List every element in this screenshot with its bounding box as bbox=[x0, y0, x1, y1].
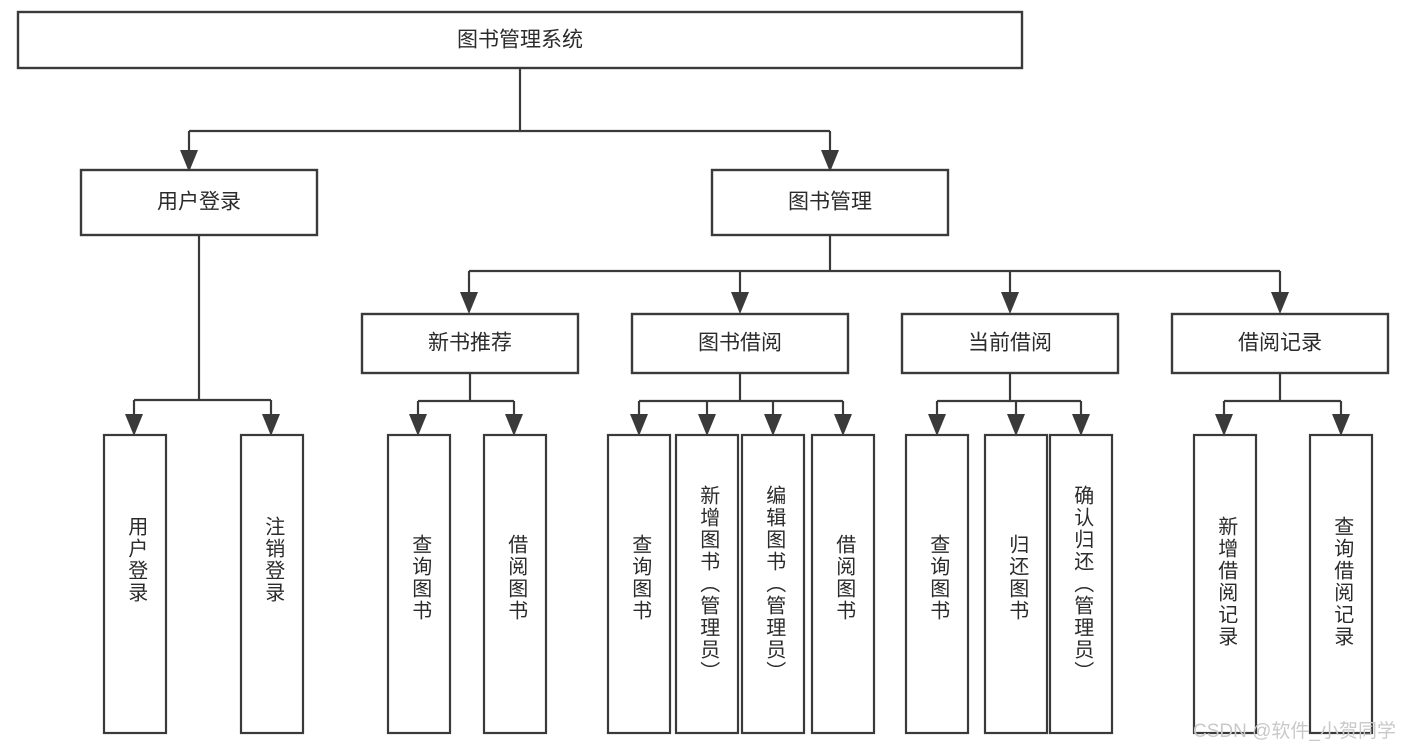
arrow-icon-book-borrow bbox=[731, 292, 749, 314]
node-book-manage[interactable]: 图书管理 bbox=[710, 168, 950, 237]
leaf-book-borrow-2[interactable]: 新增图书（管理员） bbox=[674, 433, 740, 735]
leaf-book-borrow-3-box[interactable] bbox=[740, 433, 806, 735]
leaf-current-borrow-3[interactable]: 确认归还（管理员） bbox=[1048, 433, 1114, 735]
arrow-icon-leaf-book-borrow-4 bbox=[834, 414, 852, 436]
leaf-user-login-1[interactable]: 用户登录 bbox=[102, 433, 168, 735]
node-current-borrow-label: 当前借阅 bbox=[968, 332, 1052, 355]
arrow-icon-leaf-user-login-2 bbox=[262, 414, 280, 436]
arrow-icon-leaf-new-book-2 bbox=[505, 414, 523, 436]
leaf-user-login-1-label: 用户登录 bbox=[125, 516, 148, 604]
arrow-icon-leaf-book-borrow-3 bbox=[764, 414, 782, 436]
node-root-label: 图书管理系统 bbox=[457, 29, 583, 52]
leaf-book-borrow-4[interactable]: 借阅图书 bbox=[810, 433, 876, 735]
leaf-user-login-1-box[interactable] bbox=[102, 433, 168, 735]
node-user-login-box[interactable] bbox=[79, 168, 319, 237]
leaf-current-borrow-3-label: 确认归还（管理员） bbox=[1071, 485, 1094, 683]
node-new-book-recommend-box[interactable] bbox=[360, 312, 580, 375]
node-user-login-label: 用户登录 bbox=[157, 191, 241, 214]
node-new-book-recommend-label: 新书推荐 bbox=[428, 332, 512, 355]
leaf-book-borrow-1-label: 查询图书 bbox=[629, 534, 652, 622]
leaf-book-borrow-2-box[interactable] bbox=[674, 433, 740, 735]
arrow-icon-leaf-book-borrow-2 bbox=[698, 414, 716, 436]
leaf-new-book-2-box[interactable] bbox=[482, 433, 548, 735]
node-book-borrow-box[interactable] bbox=[630, 312, 850, 375]
leaf-book-borrow-3-label: 编辑图书（管理员） bbox=[763, 485, 786, 683]
leaf-borrow-record-1-label: 新增借阅记录 bbox=[1215, 516, 1238, 648]
node-current-borrow-box[interactable] bbox=[900, 312, 1120, 375]
leaf-new-book-1-label: 查询图书 bbox=[409, 534, 432, 622]
node-borrow-record-label: 借阅记录 bbox=[1238, 332, 1322, 355]
leaf-new-book-1[interactable]: 查询图书 bbox=[386, 433, 452, 735]
watermark: CSDN @软件_小贺同学 bbox=[1193, 720, 1396, 742]
node-book-borrow-label: 图书借阅 bbox=[698, 332, 782, 355]
node-borrow-record-box[interactable] bbox=[1170, 312, 1390, 375]
leaf-borrow-record-2[interactable]: 查询借阅记录 bbox=[1308, 433, 1374, 735]
leaf-book-borrow-2-label: 新增图书（管理员） bbox=[697, 485, 720, 683]
leaf-current-borrow-2-box[interactable] bbox=[983, 433, 1049, 735]
arrow-heads bbox=[125, 150, 1350, 436]
leaf-current-borrow-2[interactable]: 归还图书 bbox=[983, 433, 1049, 735]
arrow-icon-new-book bbox=[460, 292, 478, 314]
arrow-icon-borrow-record bbox=[1271, 292, 1289, 314]
arrow-icon-user-login bbox=[180, 150, 198, 172]
arrow-icon-leaf-book-borrow-1 bbox=[630, 414, 648, 436]
node-user-login[interactable]: 用户登录 bbox=[79, 168, 319, 237]
leaf-borrow-record-2-label: 查询借阅记录 bbox=[1331, 516, 1354, 648]
node-root[interactable]: 图书管理系统 bbox=[16, 10, 1024, 70]
arrow-icon-book-manage bbox=[821, 150, 839, 172]
leaf-borrow-record-1-box[interactable] bbox=[1192, 433, 1258, 735]
arrow-icon-leaf-borrow-record-1 bbox=[1215, 414, 1233, 436]
leaf-book-borrow-4-box[interactable] bbox=[810, 433, 876, 735]
leaf-new-book-2-label: 借阅图书 bbox=[505, 534, 528, 622]
arrow-icon-leaf-current-borrow-1 bbox=[928, 414, 946, 436]
leaf-book-borrow-3[interactable]: 编辑图书（管理员） bbox=[740, 433, 806, 735]
node-root-box[interactable] bbox=[16, 10, 1024, 70]
node-book-borrow[interactable]: 图书借阅 bbox=[630, 312, 850, 375]
leaf-user-login-2[interactable]: 注销登录 bbox=[239, 433, 305, 735]
leaf-borrow-record-1[interactable]: 新增借阅记录 bbox=[1192, 433, 1258, 735]
arrow-icon-leaf-current-borrow-2 bbox=[1007, 414, 1025, 436]
arrow-icon-leaf-borrow-record-2 bbox=[1332, 414, 1350, 436]
leaf-user-login-2-box[interactable] bbox=[239, 433, 305, 735]
arrow-icon-leaf-user-login-1 bbox=[125, 414, 143, 436]
leaf-current-borrow-2-label: 归还图书 bbox=[1006, 534, 1029, 622]
leaf-current-borrow-3-box[interactable] bbox=[1048, 433, 1114, 735]
leaf-current-borrow-1-box[interactable] bbox=[904, 433, 970, 735]
node-borrow-record[interactable]: 借阅记录 bbox=[1170, 312, 1390, 375]
leaf-book-borrow-4-label: 借阅图书 bbox=[833, 534, 856, 622]
leaf-book-borrow-1-box[interactable] bbox=[606, 433, 672, 735]
arrow-icon-leaf-current-borrow-3 bbox=[1072, 414, 1090, 436]
arrow-icon-leaf-new-book-1 bbox=[409, 414, 427, 436]
arrow-icon-current-borrow bbox=[1001, 292, 1019, 314]
node-book-manage-box[interactable] bbox=[710, 168, 950, 237]
leaf-new-book-2[interactable]: 借阅图书 bbox=[482, 433, 548, 735]
leaf-book-borrow-1[interactable]: 查询图书 bbox=[606, 433, 672, 735]
leaf-current-borrow-1[interactable]: 查询图书 bbox=[904, 433, 970, 735]
node-new-book-recommend[interactable]: 新书推荐 bbox=[360, 312, 580, 375]
leaf-current-borrow-1-label: 查询图书 bbox=[927, 534, 950, 622]
leaf-user-login-2-label: 注销登录 bbox=[262, 516, 285, 604]
connectors bbox=[132, 68, 1343, 416]
leaf-borrow-record-2-box[interactable] bbox=[1308, 433, 1374, 735]
node-book-manage-label: 图书管理 bbox=[788, 191, 872, 214]
leaf-new-book-1-box[interactable] bbox=[386, 433, 452, 735]
node-current-borrow[interactable]: 当前借阅 bbox=[900, 312, 1120, 375]
